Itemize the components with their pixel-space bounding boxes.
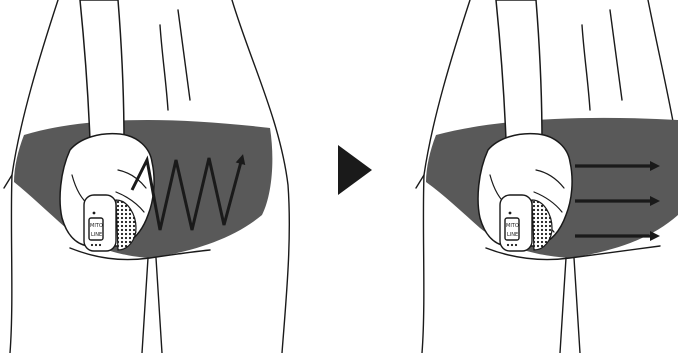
zigzag-arrow-icon <box>130 154 246 231</box>
epilator-device: MITO LINE <box>83 194 137 252</box>
device-mesh-head <box>115 199 137 251</box>
device-display <box>504 217 520 241</box>
spine-line <box>159 24 169 111</box>
parallel-arrows-icon <box>575 161 660 241</box>
buttock-crease <box>69 247 211 261</box>
device-label-top: MITO <box>90 223 103 229</box>
device-indicator-1 <box>506 243 510 247</box>
epilator-device: MITO LINE <box>499 194 553 252</box>
device-indicator-1 <box>90 243 94 247</box>
device-indicator-3 <box>514 243 518 247</box>
device-power-dot <box>508 211 512 215</box>
device-indicator-2 <box>510 243 514 247</box>
waist-line <box>609 9 623 101</box>
device-label-bottom: LINE <box>91 232 102 238</box>
body-outline-left-leg <box>421 174 425 353</box>
waist-line <box>177 9 191 101</box>
device-power-dot <box>92 211 96 215</box>
body-outline-left-leg <box>9 174 13 353</box>
body-outline-left-side <box>3 0 59 189</box>
spine-line <box>581 24 591 111</box>
panel-left: MITO LINE <box>3 0 291 353</box>
device-label-top: MITO <box>506 223 519 229</box>
play-triangle-icon <box>338 145 372 195</box>
device-indicator-3 <box>98 243 102 247</box>
body-outline-left-side <box>415 0 471 189</box>
finger-crease-2 <box>115 191 145 213</box>
leg-line-a <box>559 257 567 353</box>
forearm <box>79 0 125 143</box>
finger-crease-1 <box>117 169 147 189</box>
finger-crease-2 <box>533 191 563 213</box>
device-display <box>88 217 104 241</box>
buttock-crease <box>485 245 661 261</box>
device-indicator-2 <box>94 243 98 247</box>
leg-line-b <box>155 257 163 353</box>
panel-right: MITO LINE <box>415 0 678 353</box>
leg-line-b <box>573 257 581 353</box>
leg-line-a <box>141 257 149 353</box>
device-mesh-head <box>531 199 553 251</box>
device-label-bottom: LINE <box>507 232 518 238</box>
finger-crease-1 <box>535 169 565 189</box>
forearm <box>495 0 543 143</box>
body-outline-right-side <box>231 0 291 353</box>
